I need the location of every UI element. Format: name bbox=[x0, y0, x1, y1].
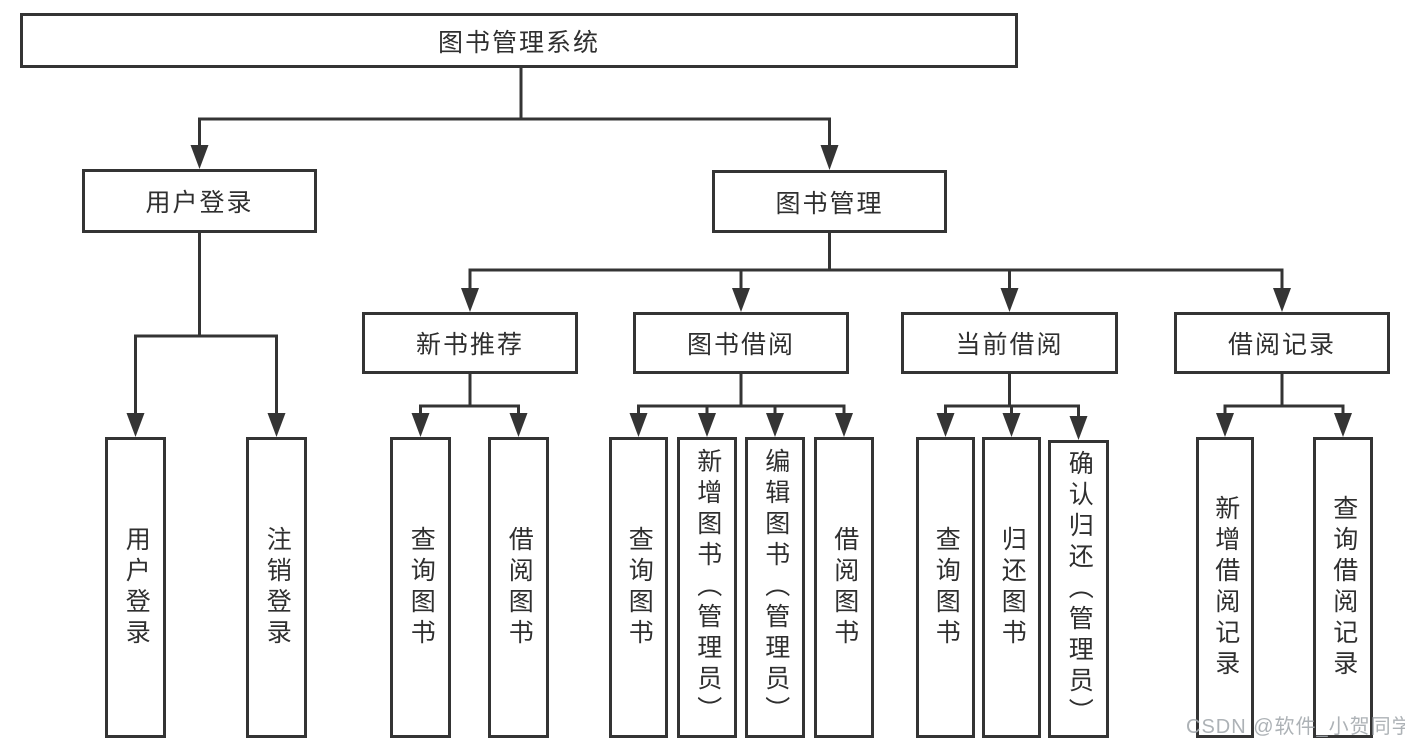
leaf-cb-return-label: 归还图书 bbox=[998, 525, 1027, 650]
leaf-nb-borrow-label: 借阅图书 bbox=[505, 525, 534, 650]
node-root-label: 图书管理系统 bbox=[437, 28, 600, 57]
leaf-br-add: 新增借阅记录 bbox=[1196, 437, 1254, 738]
leaf-bb-query-label: 查询图书 bbox=[625, 525, 654, 650]
node-book-mgmt: 图书管理 bbox=[712, 170, 947, 233]
connector-current-borrow-to-leaves bbox=[936, 374, 1088, 440]
node-root: 图书管理系统 bbox=[20, 13, 1018, 68]
arrowhead bbox=[1216, 413, 1234, 437]
leaf-bb-add: 新增图书（管理员） bbox=[677, 437, 737, 738]
arrowhead bbox=[1069, 416, 1088, 440]
leaf-user-login: 用户登录 bbox=[105, 437, 166, 738]
leaf-br-query: 查询借阅记录 bbox=[1313, 437, 1373, 738]
connector-book-mgmt-to-level3 bbox=[461, 233, 1291, 312]
leaf-cb-confirm-label: 确认归还（管理员） bbox=[1065, 449, 1094, 729]
connector-new-book-to-leaves bbox=[411, 374, 528, 437]
connector-borrow-records-to-leaves bbox=[1216, 374, 1352, 437]
leaf-logout-label: 注销登录 bbox=[263, 525, 292, 650]
arrowhead bbox=[190, 145, 209, 169]
node-book-mgmt-label: 图书管理 bbox=[775, 189, 884, 218]
arrowhead bbox=[1002, 413, 1021, 437]
arrowhead bbox=[732, 288, 750, 312]
leaf-bb-borrow: 借阅图书 bbox=[814, 437, 874, 738]
leaf-bb-edit-label: 编辑图书（管理员） bbox=[761, 448, 790, 727]
arrowhead bbox=[1273, 288, 1291, 312]
node-user-login-label: 用户登录 bbox=[145, 189, 254, 217]
leaf-nb-query-label: 查询图书 bbox=[407, 525, 436, 650]
arrowhead bbox=[1334, 413, 1352, 437]
leaf-cb-return: 归还图书 bbox=[982, 437, 1041, 738]
arrowhead bbox=[835, 413, 853, 437]
leaf-cb-confirm: 确认归还（管理员） bbox=[1048, 440, 1109, 738]
node-new-book: 新书推荐 bbox=[362, 312, 578, 374]
node-current-borrow-label: 当前借阅 bbox=[955, 331, 1064, 359]
leaf-bb-edit: 编辑图书（管理员） bbox=[745, 437, 805, 738]
arrowhead bbox=[629, 413, 648, 437]
node-book-borrow-label: 图书借阅 bbox=[686, 331, 795, 359]
arrowhead bbox=[698, 413, 716, 437]
connector-user-login-to-leaves bbox=[126, 233, 286, 437]
leaf-nb-borrow: 借阅图书 bbox=[488, 437, 549, 738]
node-borrow-records-label: 借阅记录 bbox=[1227, 331, 1336, 359]
leaf-bb-add-label: 新增图书（管理员） bbox=[693, 448, 722, 727]
leaf-nb-query: 查询图书 bbox=[390, 437, 451, 738]
node-borrow-records: 借阅记录 bbox=[1174, 312, 1390, 374]
arrowhead bbox=[820, 145, 839, 170]
arrowhead bbox=[461, 288, 479, 312]
leaf-bb-query: 查询图书 bbox=[609, 437, 668, 738]
leaf-br-add-label: 新增借阅记录 bbox=[1211, 494, 1240, 681]
node-new-book-label: 新书推荐 bbox=[415, 331, 524, 359]
arrowhead bbox=[126, 413, 145, 437]
leaf-user-login-label: 用户登录 bbox=[122, 525, 151, 650]
leaf-logout: 注销登录 bbox=[246, 437, 307, 738]
connector-book-borrow-to-leaves bbox=[629, 374, 853, 437]
arrowhead bbox=[267, 413, 286, 437]
node-current-borrow: 当前借阅 bbox=[901, 312, 1118, 374]
leaf-bb-borrow-label: 借阅图书 bbox=[830, 525, 859, 650]
leaf-br-query-label: 查询借阅记录 bbox=[1329, 494, 1358, 681]
arrowhead bbox=[1000, 288, 1019, 312]
leaf-cb-query-label: 查询图书 bbox=[932, 525, 961, 650]
arrowhead bbox=[411, 413, 430, 437]
node-book-borrow: 图书借阅 bbox=[633, 312, 849, 374]
connector-root-to-level2 bbox=[190, 68, 839, 170]
leaf-cb-query: 查询图书 bbox=[916, 437, 975, 738]
arrowhead bbox=[766, 413, 784, 437]
csdn-watermark: CSDN @软件_小贺同学 bbox=[1186, 716, 1405, 738]
node-user-login: 用户登录 bbox=[82, 169, 317, 233]
arrowhead bbox=[936, 413, 955, 437]
arrowhead bbox=[509, 413, 528, 437]
